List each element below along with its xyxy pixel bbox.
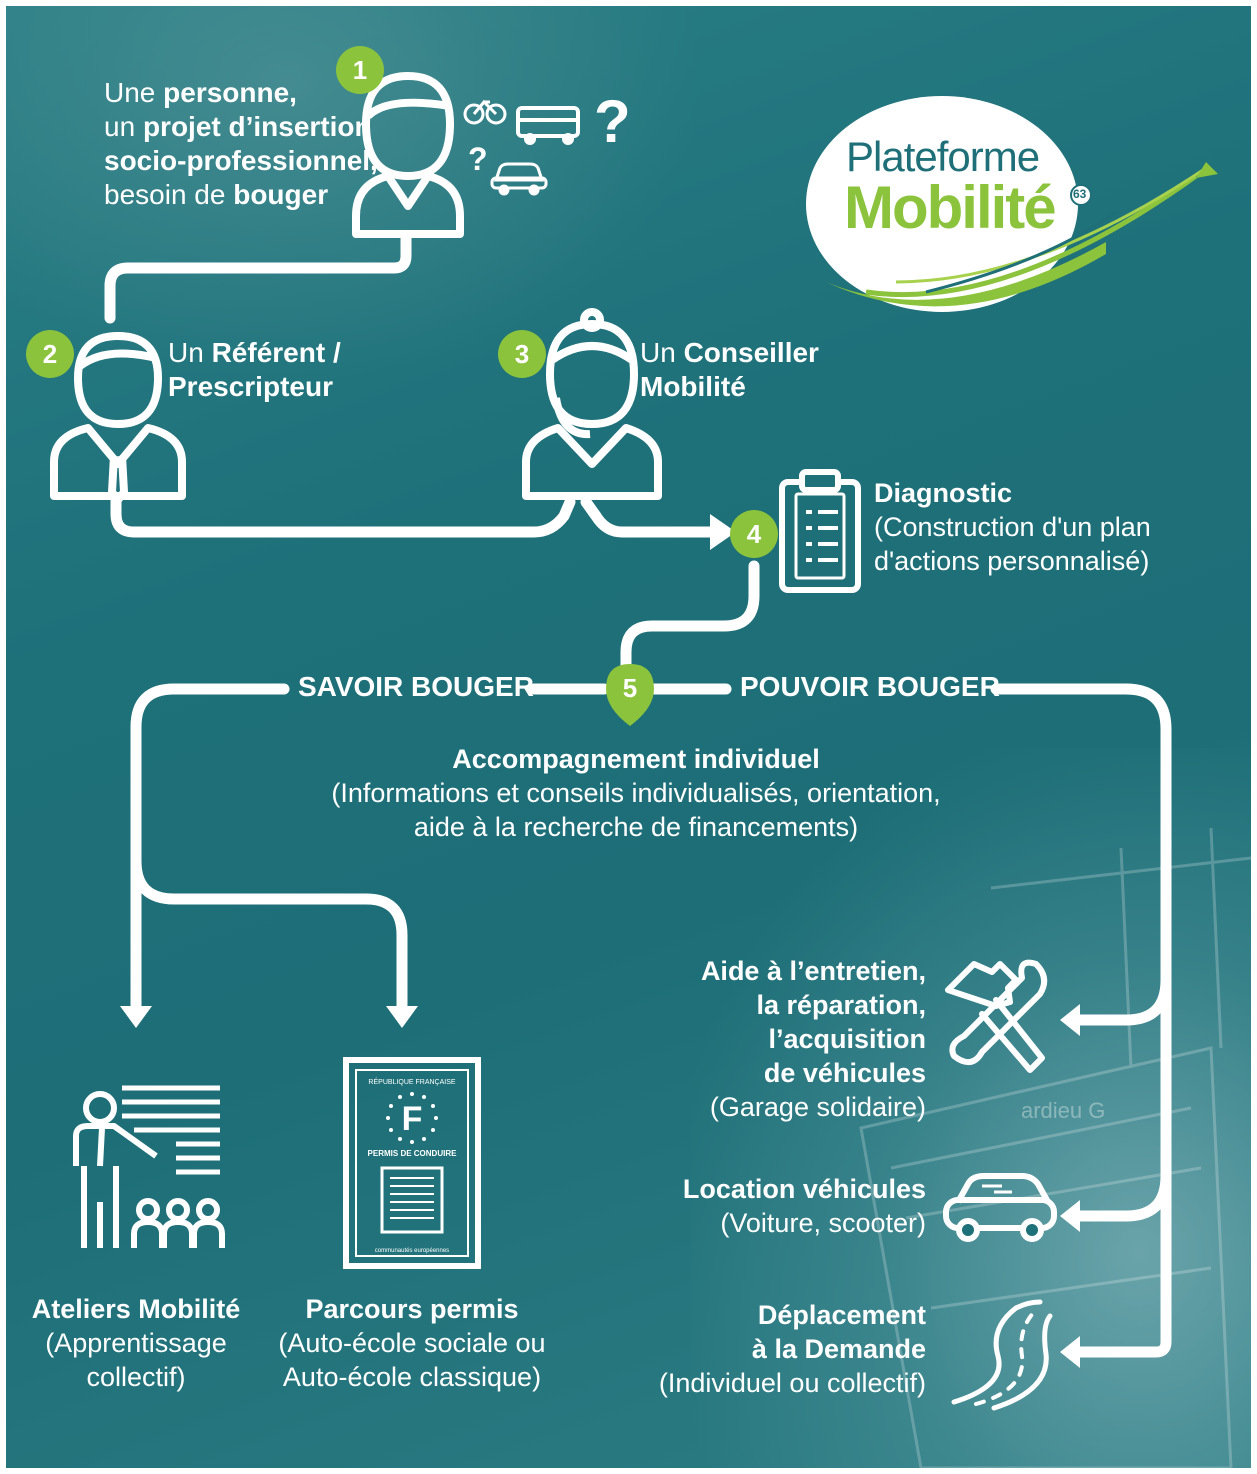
transport-line-2: à la Demande [751,1334,926,1364]
question-mark-icon-small: ? [468,141,488,177]
step-2-line-1b: Référent / [211,337,341,368]
transport-sub: (Individuel ou collectif) [658,1368,926,1398]
step-3-line-1b: Conseiller [683,337,819,368]
step-2-text: Un Référent / Prescripteur [168,336,341,404]
tram-illustration: ardieu G [859,827,1251,1468]
advisor-headset-icon [522,308,662,500]
arrow-to-permis [386,1006,418,1028]
arrow-to-ateliers [120,1006,152,1028]
flow-connectors [104,232,1172,1358]
step-1-line-4a: besoin de [104,179,234,210]
hammer-wrench-icon [945,959,1048,1073]
diagnostic-line-1: (Construction d'un plan [874,512,1151,542]
step-1-badge: 1 [336,46,384,94]
connector-pouvoir [990,683,1172,1358]
step-5-text: Accompagnement individuel (Informations … [296,742,976,844]
clipboard-icon [779,469,861,593]
step-3-line-2: Mobilité [640,371,746,402]
step-4-badge: 4 [730,510,778,558]
accompagnement-line-1: (Informations et conseils individualisés… [331,778,941,808]
garage-line-4: de véhicules [763,1058,926,1088]
outcome-garage: Aide à l’entretien, la réparation, l’acq… [626,954,926,1124]
flow-diagram: ? ? [50,72,1172,1411]
ateliers-title: Ateliers Mobilité [31,1294,241,1324]
driving-license-icon: RÉPUBLIQUE FRANÇAISE F PERMIS DE CONDUIR… [343,1057,481,1269]
step-1-line-2b: projet d’insertion [142,111,372,142]
road-icon [951,1299,1053,1411]
outcome-transport: Déplacement à la Demande (Individuel ou … [606,1298,926,1400]
branch-savoir-bouger: SAVOIR BOUGER [298,671,534,702]
referent-icon [50,332,186,504]
diagnostic-line-2: d'actions personnalisé) [874,546,1150,576]
teacher-presentation-icon [73,1085,225,1248]
transport-line-1: Déplacement [757,1300,926,1330]
accompagnement-title: Accompagnement individuel [452,744,820,774]
connector-garage [1068,974,1172,1026]
step-1-line-2a: un [104,111,143,142]
bicycle-icon [463,99,507,125]
step-1-text: Une personne, un projet d’insertion soci… [104,76,378,212]
car-icon [943,1173,1057,1242]
infographic-stage: ardieu G [6,6,1251,1468]
location-sub: (Voiture, scooter) [720,1208,926,1238]
logo-graphic [806,96,1218,312]
step-3-text: Un Conseiller Mobilité [640,336,819,404]
step-2-line-2: Prescripteur [168,371,333,402]
permis-title: Parcours permis [305,1294,519,1324]
arrow-heads [120,514,1080,1368]
step-1-line-1b: personne, [163,77,297,108]
connector-parcours [130,855,408,1012]
garage-line-3: l’acquisition [768,1024,926,1054]
step-4-text: Diagnostic (Construction d'un plan d'act… [874,476,1151,578]
step-1-line-4b: bouger [233,179,329,210]
eu-stars [386,1092,438,1144]
connector-location [1068,1170,1172,1222]
arrow-to-location [1060,1200,1080,1232]
connector-savoir [130,683,290,1012]
permis-line-2: Auto-école classique) [282,1362,542,1392]
outcome-ateliers: Ateliers Mobilité (Apprentissage collect… [16,1292,256,1394]
connector-3-4 [580,496,716,538]
license-label: PERMIS DE CONDUIRE [368,1149,458,1158]
location-line-1: Location véhicules [682,1174,926,1204]
tram-destination-sign: ardieu G [1021,1098,1105,1123]
accompagnement-line-2: aide à la recherche de financements) [413,812,859,842]
ateliers-line-2: collectif) [86,1362,186,1392]
license-header: RÉPUBLIQUE FRANÇAISE [368,1077,455,1086]
question-mark-icon: ? [594,88,631,155]
connector-2-4 [110,492,576,538]
arrow-to-diagnostic [710,514,736,550]
outcome-permis: Parcours permis (Auto-école sociale ou A… [262,1292,562,1394]
step-2-line-1a: Un [168,337,212,368]
step-1-line-3: socio-professionnel, [104,145,378,176]
car-icon-small [490,162,548,196]
plateforme-mobilite-logo: Plateforme Mobilité 63 [806,92,1226,322]
arrow-to-garage [1060,1004,1080,1036]
branch-pouvoir-bouger: POUVOIR BOUGER [740,671,1000,702]
connector-1-2 [104,232,412,324]
step-5-badge: 5 [622,672,638,703]
diagnostic-title: Diagnostic [874,478,1013,508]
permis-line-1: (Auto-école sociale ou [278,1328,546,1358]
step-1-line-1a: Une [104,77,164,108]
bus-icon [516,106,580,145]
logo-line-2: Mobilité [844,174,1057,241]
garage-line-2: la réparation, [756,990,926,1020]
step-3-line-1a: Un [640,337,684,368]
ateliers-line-1: (Apprentissage [45,1328,227,1358]
garage-line-1: Aide à l’entretien, [700,956,926,986]
license-letter: F [402,1100,423,1138]
license-footer: communautés européennes [375,1248,449,1254]
arrow-to-transport [1060,1336,1080,1368]
logo-line-1: Plateforme [846,133,1040,180]
step-5-pin [606,664,654,726]
step-3-badge: 3 [498,330,546,378]
connector-4-5 [620,560,760,672]
step-2-badge: 2 [26,330,74,378]
outcome-location: Location véhicules (Voiture, scooter) [626,1172,926,1240]
logo-dept-number: 63 [1073,187,1087,201]
person-icon [352,72,464,238]
garage-sub: (Garage solidaire) [709,1092,926,1122]
